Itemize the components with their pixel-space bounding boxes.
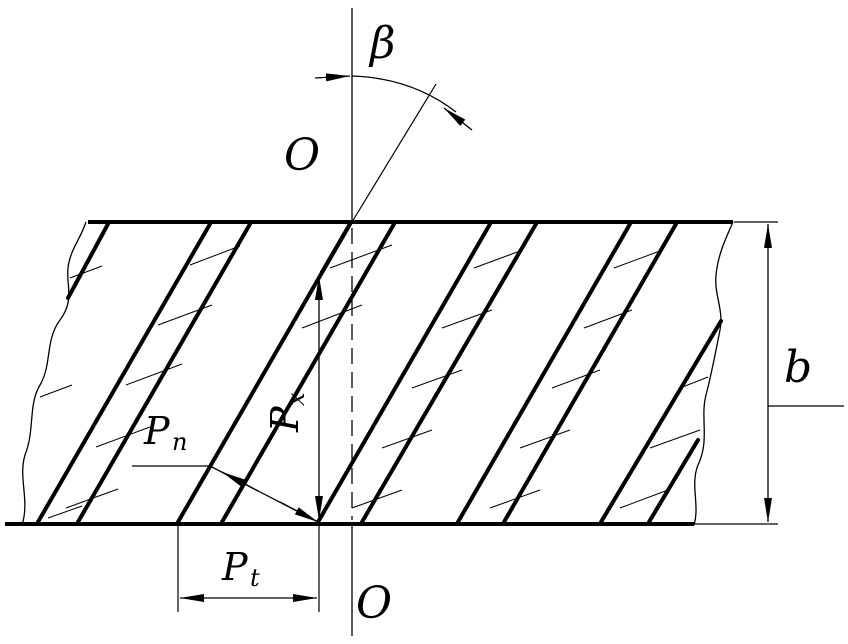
face-width-label: b xyxy=(784,342,812,393)
hatching xyxy=(39,244,709,519)
axial-pitch-label: P x xyxy=(263,392,310,433)
left-break-line xyxy=(21,221,87,526)
axis-label-top: O xyxy=(284,130,320,181)
pn-arrow-right xyxy=(279,501,319,523)
helix-reference-line xyxy=(351,83,437,223)
normal-pitch-main: P xyxy=(143,409,171,453)
axial-pitch-sub: x xyxy=(282,392,310,406)
axial-pitch-main: P xyxy=(263,405,307,433)
right-break-line xyxy=(693,221,734,526)
transverse-pitch-sub: t xyxy=(250,564,260,592)
pn-arrow-left xyxy=(221,471,259,492)
tooth-lines xyxy=(36,222,723,524)
beta-arc xyxy=(351,75,457,113)
transverse-pitch-label: P t xyxy=(221,545,260,592)
normal-pitch-label: P n xyxy=(143,409,187,456)
normal-pitch-sub: n xyxy=(172,428,187,456)
beta-arrow-left xyxy=(314,73,351,82)
transverse-pitch-main: P xyxy=(221,545,249,589)
beta-arrow-right xyxy=(443,107,473,131)
beta-label: β xyxy=(368,18,395,69)
axis-label-bottom: O xyxy=(356,578,392,629)
